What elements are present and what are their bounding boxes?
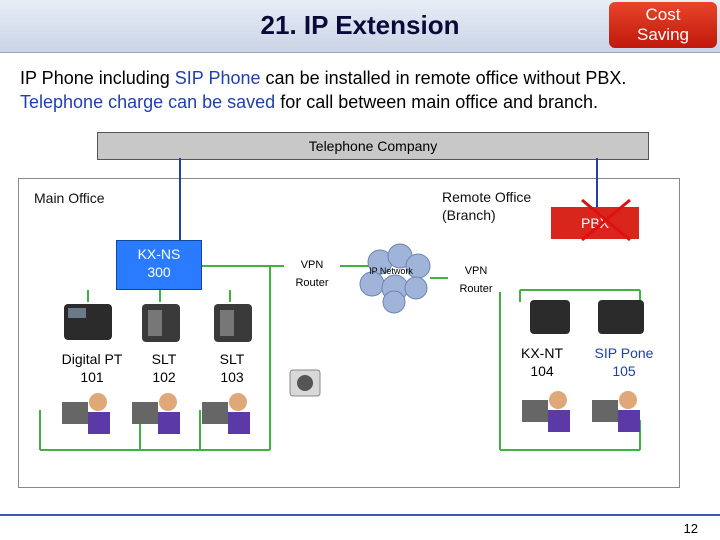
intro-text: IP Phone including SIP Phone can be inst…: [20, 68, 627, 112]
ip-camera-icon: [289, 369, 321, 397]
slt-102-phone-icon: [142, 304, 180, 342]
kx-ns300-box: KX-NS 300: [116, 240, 202, 290]
user-icon-main-2: [132, 393, 180, 434]
digital-pt-label: Digital PT 101: [61, 351, 123, 385]
slt-103-label: SLT 103: [219, 351, 245, 385]
vpn-router-right-icon: [448, 260, 504, 292]
telephone-company-bar: Telephone Company: [97, 132, 649, 160]
ip-network-label: IP Network: [369, 266, 413, 276]
user-icon-remote-1: [522, 391, 570, 432]
main-office-label: Main Office: [34, 190, 105, 206]
slt-102-label: SLT 102: [151, 351, 177, 385]
kx-nt-phone-icon: [530, 300, 570, 334]
ip-network-cloud-icon: [359, 243, 431, 314]
user-icon-remote-2: [592, 391, 640, 432]
kx-nt-label: KX-NT 104: [521, 345, 563, 379]
slt-103-phone-icon: [214, 304, 252, 342]
page-title: 21. IP Extension: [260, 10, 460, 40]
vpn-router-left-label: VPN Router: [295, 259, 329, 289]
vpn-router-right-label: VPN Router: [459, 265, 493, 295]
vpn-router-left-icon: [285, 258, 339, 288]
sip-phone-icon: [598, 300, 644, 334]
user-icon-main-3: [202, 393, 250, 434]
user-icon-main-1: [62, 393, 110, 434]
remote-office-label: Remote Office (Branch): [442, 189, 532, 223]
footer-divider: [0, 514, 720, 516]
sip-phone-label: SIP Pone 105: [594, 345, 654, 379]
cross-out-icon: [581, 198, 631, 242]
cost-saving-badge: Cost Saving: [609, 2, 717, 48]
title-bar: 21. IP Extension Cost Saving: [0, 0, 720, 53]
digital-pt-phone-icon: [64, 304, 112, 340]
page-number: 12: [683, 521, 698, 536]
